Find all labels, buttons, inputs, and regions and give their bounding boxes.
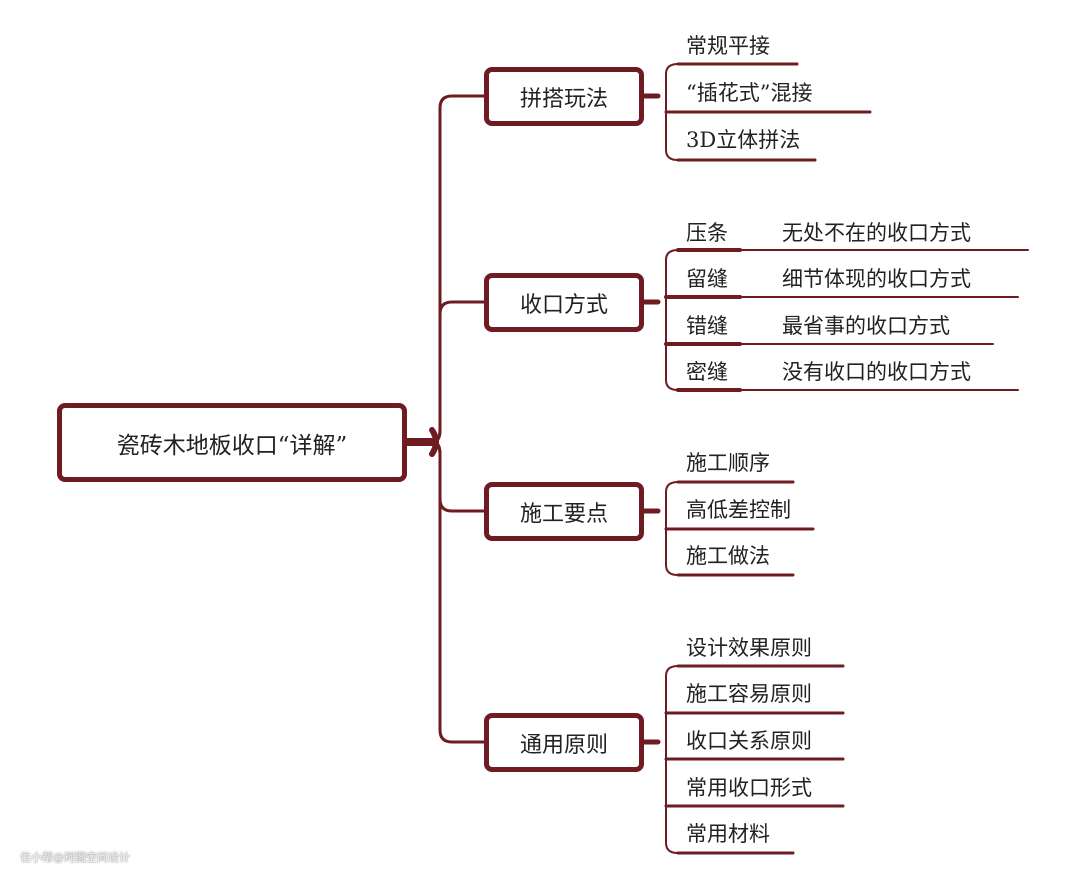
leaf-node[interactable]: 常用收口形式 xyxy=(686,776,812,800)
leaf-node-name[interactable]: 压条 xyxy=(686,221,728,245)
leaf-node[interactable]: 3D立体拼法 xyxy=(686,128,801,152)
branch-node[interactable]: 通用原则 xyxy=(484,713,644,772)
leaf-node[interactable]: 施工容易原则 xyxy=(686,682,812,706)
leaf-node-name[interactable]: 密缝 xyxy=(686,360,728,384)
watermark: 住小帮@珂图空间设计 xyxy=(20,851,130,864)
leaf-node[interactable]: 常规平接 xyxy=(686,34,770,58)
branch-node[interactable]: 拼搭玩法 xyxy=(484,67,644,126)
leaf-node[interactable]: 常用材料 xyxy=(686,822,770,846)
leaf-node-name[interactable]: 错缝 xyxy=(686,314,728,338)
leaf-node-desc[interactable]: 细节体现的收口方式 xyxy=(782,267,971,291)
branch-node[interactable]: 收口方式 xyxy=(484,273,644,332)
leaf-node[interactable]: “插花式”混接 xyxy=(686,81,813,105)
leaf-node[interactable]: 高低差控制 xyxy=(686,498,791,522)
leaf-node[interactable]: 设计效果原则 xyxy=(686,636,812,660)
root-node[interactable]: 瓷砖木地板收口“详解” xyxy=(57,403,407,482)
leaf-node-desc[interactable]: 没有收口的收口方式 xyxy=(782,360,971,384)
leaf-node-desc[interactable]: 最省事的收口方式 xyxy=(782,314,950,338)
leaf-node-desc[interactable]: 无处不在的收口方式 xyxy=(782,221,971,245)
leaf-node[interactable]: 施工顺序 xyxy=(686,451,770,475)
leaf-node-name[interactable]: 留缝 xyxy=(686,267,728,291)
branch-node[interactable]: 施工要点 xyxy=(484,482,644,541)
leaf-node[interactable]: 施工做法 xyxy=(686,544,770,568)
leaf-node[interactable]: 收口关系原则 xyxy=(686,729,812,753)
